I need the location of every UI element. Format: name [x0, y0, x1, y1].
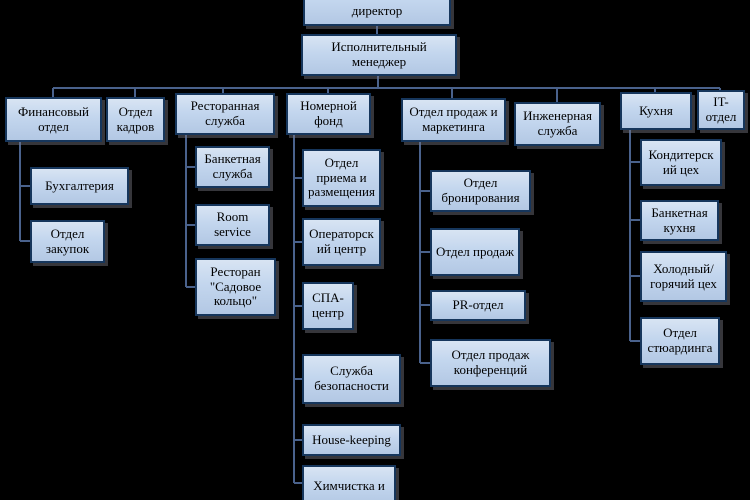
node-banquet-kitchen: Банкетная кухня: [640, 200, 719, 241]
node-purchasing-dept: Отдел закупок: [30, 220, 105, 263]
node-kitchen: Кухня: [620, 92, 692, 130]
node-rooms-division: Номерной фонд: [286, 93, 371, 135]
node-conference-sales-dept: Отдел продаж конференций: [430, 339, 551, 387]
node-cold-hot-shop: Холодный/горячий цех: [640, 251, 727, 302]
node-pr-dept: PR-отдел: [430, 290, 526, 321]
node-reception-dept: Отдел приема и размещения: [302, 149, 381, 207]
node-executive-manager: Исполнительный менеджер: [301, 34, 457, 76]
node-booking-dept: Отдел бронирования: [430, 170, 531, 212]
node-spa-center: СПА-центр: [302, 282, 354, 330]
node-finance-dept: Финансовый отдел: [5, 97, 102, 142]
node-sales-dept: Отдел продаж: [430, 228, 520, 276]
node-room-service: Room service: [195, 204, 270, 246]
node-operator-center: Операторский центр: [302, 218, 381, 266]
node-housekeeping: House-keeping: [302, 424, 401, 456]
node-it-dept: IT-отдел: [697, 90, 745, 130]
node-pastry-shop: Кондитерский цех: [640, 139, 722, 186]
node-banquet-service: Банкетная служба: [195, 146, 270, 188]
node-accounting: Бухгалтерия: [30, 167, 129, 205]
node-drycleaning: Химчистка и: [302, 465, 396, 500]
node-hr-dept: Отдел кадров: [106, 97, 165, 142]
node-director: директор: [303, 0, 451, 26]
node-stewarding-dept: Отдел стюардинга: [640, 317, 720, 365]
node-restaurant-service: Ресторанная служба: [175, 93, 275, 135]
node-sales-marketing-dept: Отдел продаж и маркетинга: [401, 98, 506, 142]
node-engineering-service: Инженерная служба: [514, 102, 601, 146]
node-security-service: Служба безопасности: [302, 354, 401, 404]
node-restaurant-sadovoe-koltso: Ресторан "Садовое кольцо": [195, 258, 276, 316]
